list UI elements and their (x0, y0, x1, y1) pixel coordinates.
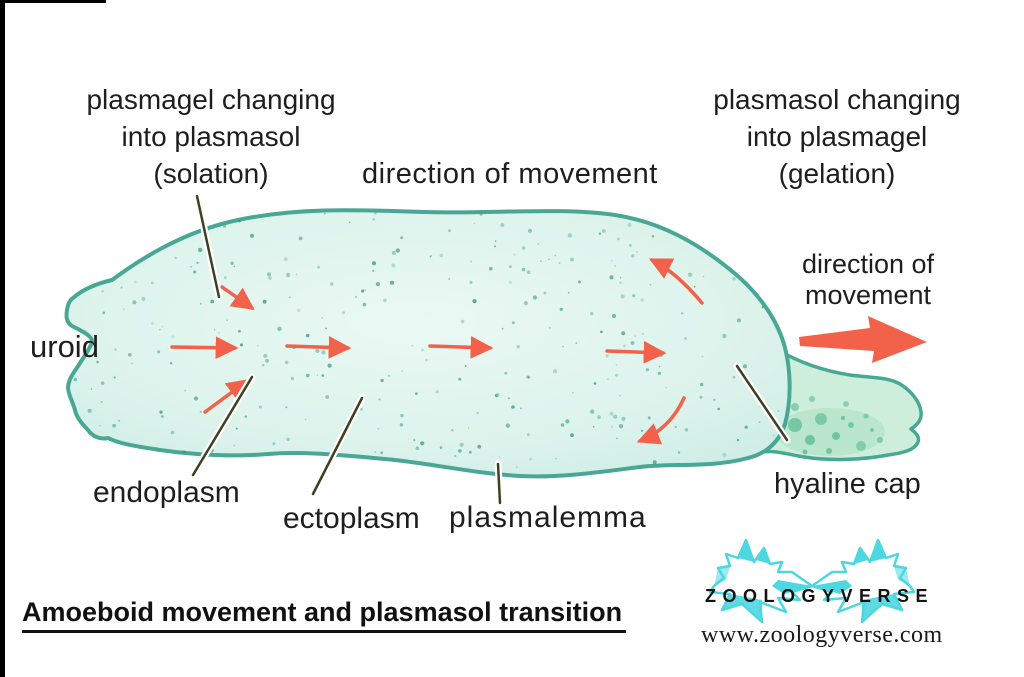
label-direction-of-movement-top: direction of movement (362, 158, 658, 190)
label-solation-line1: plasmagel changing (86, 84, 336, 115)
diagram-title: Amoeboid movement and plasmasol transiti… (22, 597, 627, 633)
label-plasmalemma: plasmalemma (449, 501, 647, 534)
label-ectoplasm: ectoplasm (283, 502, 420, 535)
website-url: www.zoologyverse.com (701, 622, 943, 648)
label-direction-right-line1: direction of (801, 249, 935, 279)
amoeba-cell-body (64, 208, 792, 479)
big-direction-arrow (799, 316, 927, 363)
left-border-bar (0, 0, 5, 677)
label-gelation: plasmasol changing into plasmagel (gelat… (694, 81, 980, 192)
label-endoplasm: endoplasm (93, 476, 240, 509)
label-uroid: uroid (30, 329, 99, 364)
label-gelation-line3: (gelation) (778, 158, 896, 189)
logo-wordmark: ZOOLOGYVERSE (705, 586, 935, 606)
leader-lines (189, 192, 791, 507)
label-hyaline-cap: hyaline cap (774, 468, 921, 500)
label-solation-line2: into plasmasol (121, 121, 301, 152)
wolf-logo-icon (708, 538, 916, 624)
top-border-bar (0, 0, 106, 3)
label-gelation-line1: plasmasol changing (713, 84, 961, 115)
label-solation-line3: (solation) (153, 158, 269, 189)
label-direction-of-movement-right: direction of movement (787, 249, 949, 311)
hyaline-cap-bubbles (788, 396, 883, 455)
label-gelation-line2: into plasmagel (746, 121, 928, 152)
protoplasm-flow-arrows (170, 258, 704, 445)
label-solation: plasmagel changing into plasmasol (solat… (78, 81, 344, 192)
label-direction-right-line2: movement (804, 280, 932, 310)
